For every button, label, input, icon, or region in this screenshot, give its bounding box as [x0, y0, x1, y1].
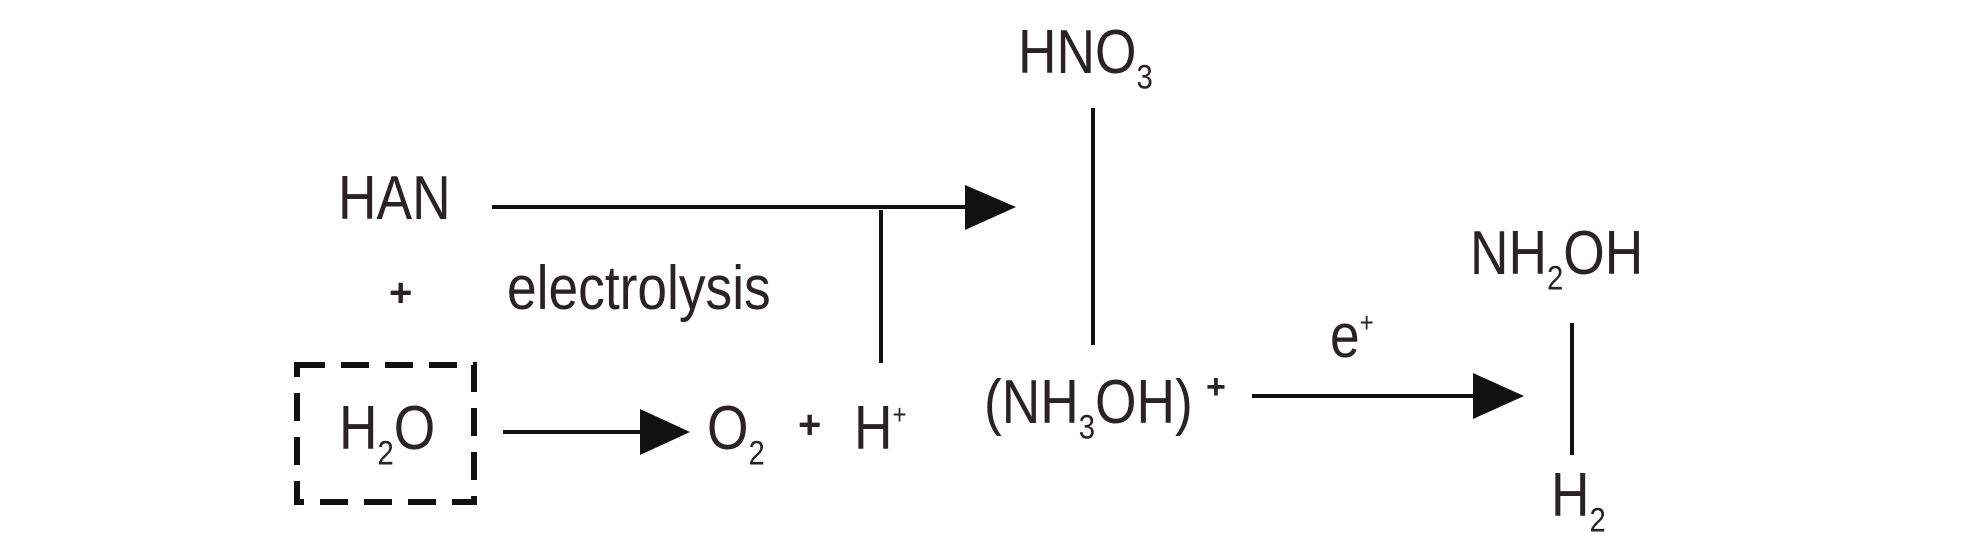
electron-arrow-head [1473, 373, 1524, 419]
nh3oh-label: (NH3OH) [984, 368, 1193, 447]
h2-label: H2 [1551, 461, 1606, 540]
electron-label: e+ [1330, 302, 1374, 371]
h2o-label: H2O [339, 394, 436, 473]
han-arrow-head [965, 185, 1016, 230]
hplus-label: H+ [854, 394, 907, 463]
nh2oh-label: NH2OH [1470, 219, 1644, 298]
plus-sign-o2-hplus: + [798, 403, 822, 447]
nh3oh-charge: + [1206, 368, 1226, 406]
plus-sign-han-water: + [389, 271, 413, 315]
electrolysis-label: electrolysis [507, 254, 771, 323]
han-label: HAN [338, 164, 451, 233]
h2o-arrow-head [640, 409, 690, 455]
o2-label: O2 [707, 394, 765, 473]
hno3-label: HNO3 [1018, 18, 1153, 97]
h2o-dashed-box [294, 362, 477, 505]
